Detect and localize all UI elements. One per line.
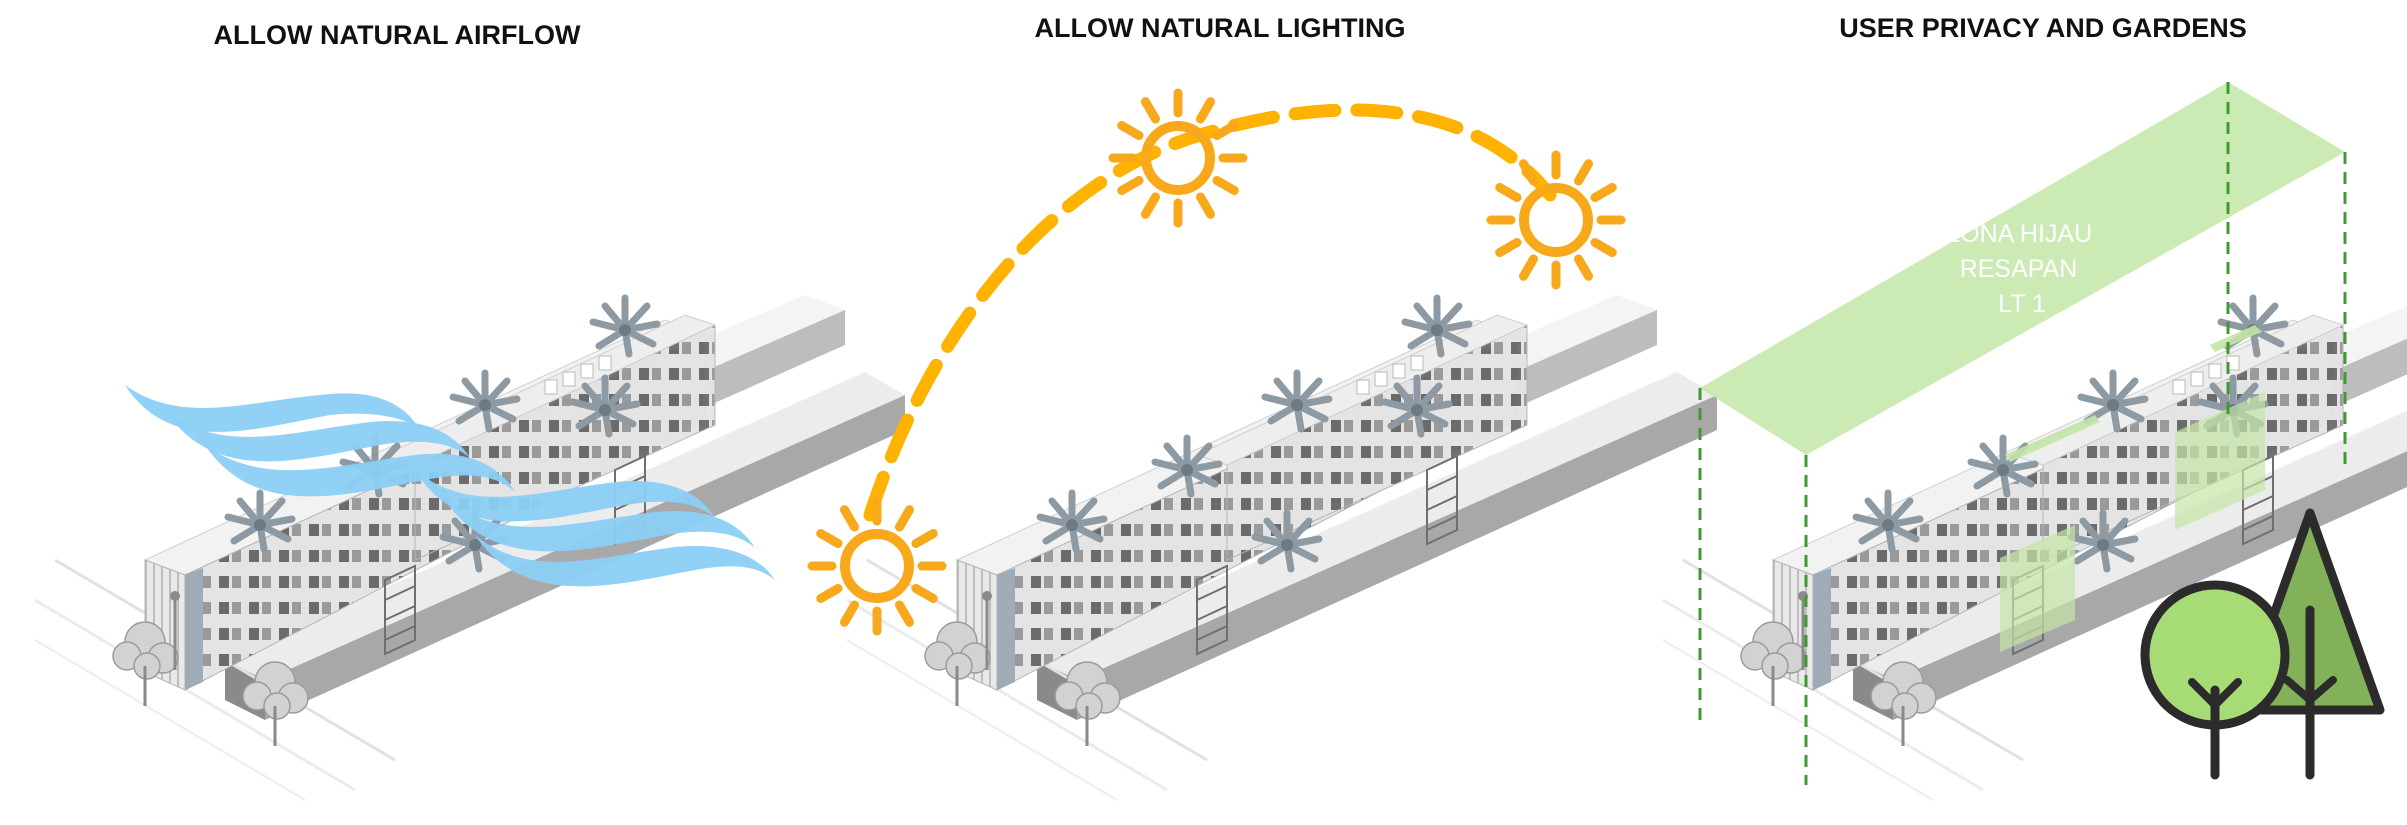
- panel-title-lighting: ALLOW NATURAL LIGHTING: [1035, 13, 1406, 43]
- panel-privacy: USER PRIVACY AND GARDENS ZONA HIJAU RESA…: [1663, 13, 2407, 800]
- garden-volume-front: [2000, 525, 2075, 652]
- zone-label-line-2: RESAPAN: [1960, 255, 2078, 283]
- sun-ray: [1519, 254, 1538, 281]
- sun-ray: [1212, 121, 1239, 140]
- sun-ray: [1574, 159, 1593, 186]
- panel-title-airflow: ALLOW NATURAL AIRFLOW: [214, 20, 581, 50]
- sun-ray: [816, 529, 843, 548]
- sun-ray: [1117, 121, 1144, 140]
- building-lighting: [847, 295, 1717, 800]
- zone-label-line-3: LT 1: [1998, 290, 2046, 318]
- sun-ray: [840, 505, 859, 532]
- building-airflow: [35, 295, 905, 800]
- sun-ray: [895, 505, 914, 532]
- panel-airflow: ALLOW NATURAL AIRFLOW: [35, 20, 905, 800]
- sun-ray: [1141, 97, 1160, 124]
- green-zone-outline: [1698, 82, 2347, 785]
- sun-ray: [1141, 192, 1160, 219]
- sun-ray: [1574, 254, 1593, 281]
- sun-ray: [911, 584, 938, 603]
- sun-ring: [840, 529, 914, 603]
- sun-ray: [1495, 183, 1522, 202]
- panel-title-privacy: USER PRIVACY AND GARDENS: [1839, 13, 2247, 43]
- round-tree-icon: [2140, 580, 2290, 780]
- sun-icon-sunset: [1486, 150, 1626, 290]
- trees-icon: [2140, 508, 2385, 780]
- sun-ray: [1590, 238, 1617, 257]
- roof-garden-strip-2: [2210, 325, 2262, 352]
- sun-ray: [840, 600, 859, 627]
- sun-ray: [1196, 97, 1215, 124]
- sun-ray: [1212, 176, 1239, 195]
- sun-icon-sunrise: [807, 496, 947, 636]
- sun-ring: [1519, 183, 1593, 257]
- sun-icon-noon: [1108, 88, 1248, 228]
- sun-ring: [1141, 121, 1215, 195]
- sun-path-arc: [863, 103, 1557, 522]
- zone-label: ZONA HIJAU RESAPAN LT 1: [1945, 220, 2099, 318]
- sun-ray: [816, 584, 843, 603]
- sun-ray: [1519, 159, 1538, 186]
- sun-ray: [1196, 192, 1215, 219]
- green-zone-plane: [1700, 82, 2345, 455]
- wind-waves-icon: [125, 385, 775, 587]
- zone-label-line-1: ZONA HIJAU: [1945, 220, 2092, 248]
- roof-garden-strip: [2005, 415, 2100, 462]
- panel-lighting: ALLOW NATURAL LIGHTING: [807, 13, 1717, 800]
- sun-ray: [895, 600, 914, 627]
- garden-volume-back: [2175, 392, 2265, 530]
- sun-ray: [1590, 183, 1617, 202]
- sun-ray: [1117, 176, 1144, 195]
- sun-ray: [911, 529, 938, 548]
- sun-ray: [1495, 238, 1522, 257]
